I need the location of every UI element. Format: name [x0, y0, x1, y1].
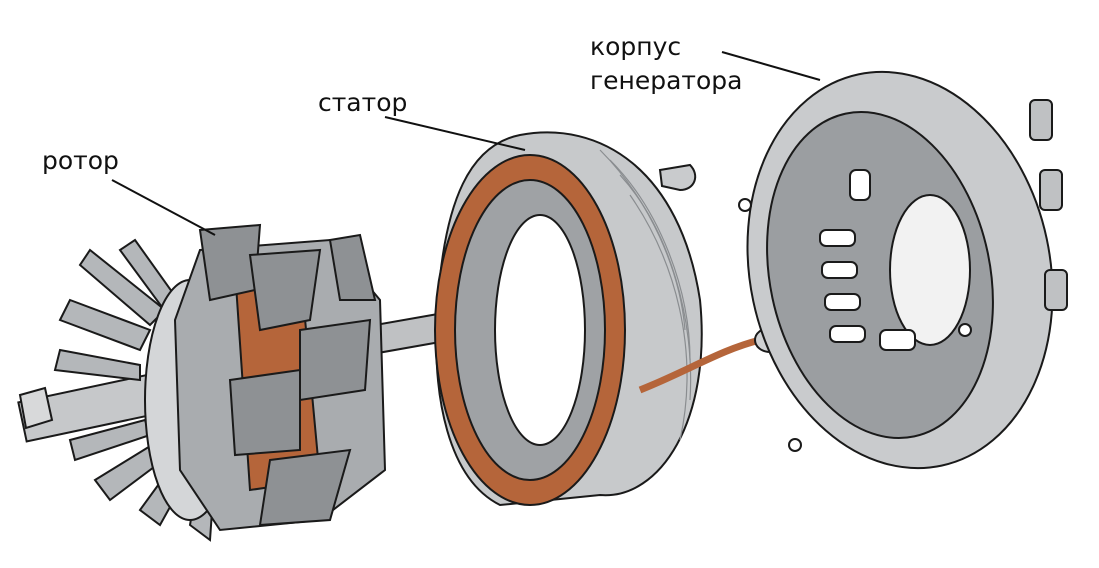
stator-drawing — [434, 131, 786, 507]
stator-bore — [494, 214, 586, 446]
stator-leader-line — [384, 116, 526, 151]
housing-vent-slots — [819, 169, 916, 351]
rotor-leader-line — [111, 179, 216, 236]
stator-lug-top — [658, 163, 697, 192]
housing-label-line1: корпус — [590, 32, 682, 61]
housing-terminals — [1029, 99, 1068, 311]
stator-label: статор — [318, 88, 408, 117]
housing-screw-holes — [738, 198, 972, 452]
housing-leader-line — [721, 51, 821, 81]
rotor-claws — [198, 223, 377, 527]
rotor-drawing — [17, 223, 463, 542]
stator-lead-wire — [638, 336, 761, 394]
housing-label-line2: генератора — [590, 66, 743, 95]
rotor-label: ротор — [42, 146, 119, 175]
rotor-thread — [18, 386, 54, 430]
housing-drawing — [738, 70, 1068, 470]
housing-inner — [766, 110, 994, 440]
housing-bearing-hole — [889, 194, 971, 346]
